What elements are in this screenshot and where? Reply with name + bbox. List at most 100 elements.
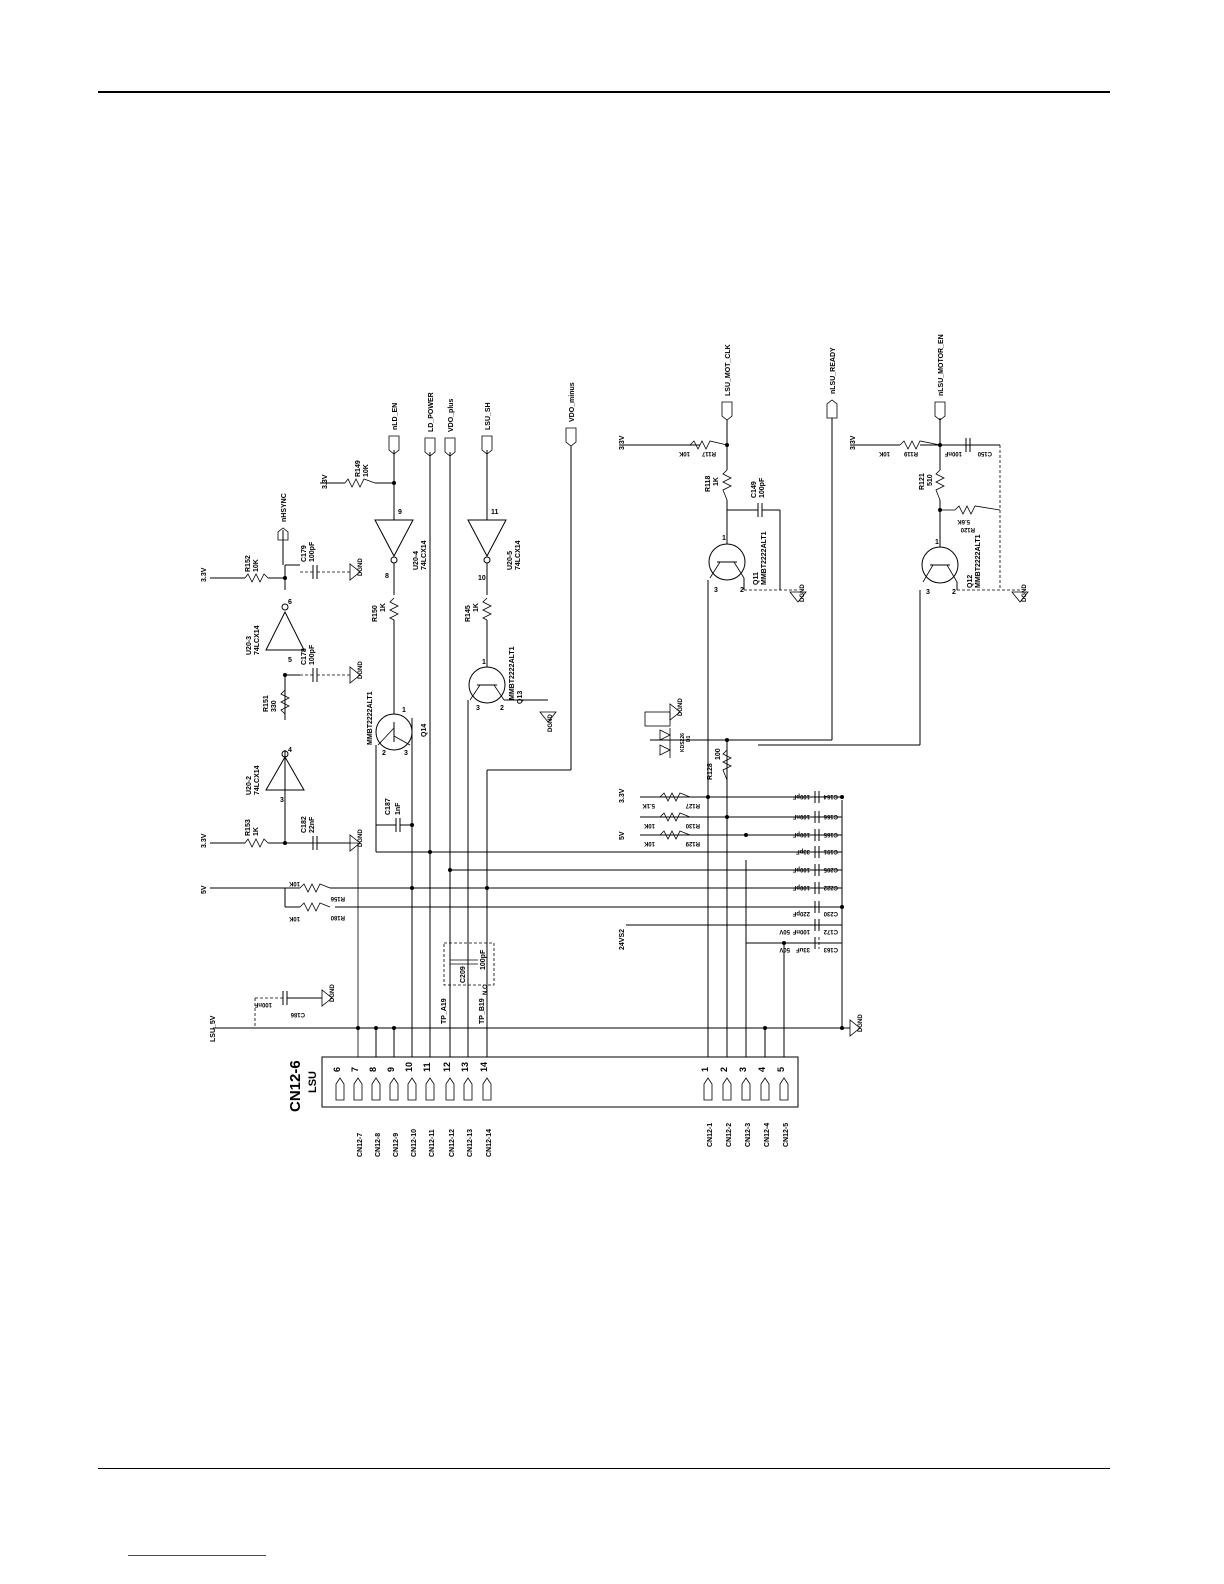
net-label: CN12-12 [449, 1129, 456, 1157]
svg-text:R121: R121 [919, 473, 926, 490]
connector-name: LSU [307, 1071, 319, 1093]
svg-text:R130: R130 [685, 822, 700, 828]
capacitor-c150: 100nF C150 [944, 438, 992, 456]
svg-text:74LCX14: 74LCX14 [254, 625, 261, 655]
capacitor-c205: 100pF C205 [792, 864, 838, 876]
connector-pin: 9 [386, 1067, 399, 1101]
signal-lsu-mot-clk: LSU_MOT_CLK [725, 344, 732, 396]
resistor-r145: R145 1K [465, 597, 492, 622]
svg-text:100nF: 100nF [254, 1001, 272, 1007]
resistor-r150: R150 1K [372, 597, 399, 622]
net-label: CN12-5 [783, 1123, 790, 1147]
transistor-q13: 1 2 3 MMBT2222ALT1 Q13 [468, 620, 548, 712]
svg-text:1: 1 [402, 707, 406, 714]
svg-text:10K: 10K [643, 822, 655, 828]
svg-text:C165: C165 [823, 831, 838, 837]
capacitor-c222: 100pF C222 [792, 882, 838, 894]
svg-text:2: 2 [500, 705, 504, 712]
svg-text:U20-4: U20-4 [413, 551, 420, 570]
svg-text:Q12: Q12 [967, 575, 974, 588]
capacitor-c191: 33pF C191 [796, 846, 838, 858]
resistors: R152 10K R151 330 R153 1K R149 10K R150 [244, 440, 1001, 921]
connector-pin: 12 [442, 1062, 455, 1101]
net-label: CN12-8 [375, 1133, 382, 1157]
svg-text:9: 9 [386, 1067, 396, 1072]
svg-text:DGND: DGND [358, 829, 364, 847]
svg-text:DGND: DGND [858, 1014, 864, 1032]
capacitor-c186: 100nF C186 [254, 991, 322, 1028]
svg-text:C187: C187 [385, 798, 392, 815]
resistor-r120: 5.6K R120 [940, 505, 1001, 532]
svg-text:3: 3 [738, 1067, 748, 1072]
junctions [283, 443, 942, 1030]
svg-text:100pF: 100pF [480, 949, 487, 970]
svg-text:R156: R156 [330, 895, 345, 901]
svg-text:6: 6 [288, 599, 292, 606]
signal-labels: nLD_EN LD_POWER VDO_plus LSU_SH VDO_minu… [277, 334, 946, 541]
diode-d1: KDS226 D1 [644, 711, 727, 758]
capacitor-c178: C178 100pF [300, 644, 350, 682]
net-label: CN12-7 [357, 1133, 364, 1157]
net-label: CN12-13 [467, 1129, 474, 1157]
svg-text:R149: R149 [355, 460, 362, 477]
svg-text:1: 1 [482, 659, 486, 666]
svg-text:3: 3 [476, 705, 480, 712]
svg-text:3.3V: 3.3V [619, 788, 626, 803]
transistor-q11: 1 2 3 Q11 MMBT2222ALT1 [708, 500, 798, 594]
svg-text:74LCX14: 74LCX14 [515, 540, 522, 570]
svg-text:R119: R119 [903, 450, 918, 456]
svg-text:U20-2: U20-2 [246, 776, 253, 795]
svg-text:9: 9 [398, 509, 402, 516]
svg-text:2: 2 [740, 587, 744, 594]
svg-text:8: 8 [368, 1067, 378, 1072]
svg-text:3.3V: 3.3V [201, 567, 208, 582]
svg-text:MMBT2222ALT1: MMBT2222ALT1 [367, 691, 374, 745]
svg-text:C205: C205 [823, 866, 838, 872]
svg-text:2: 2 [952, 589, 956, 596]
svg-text:C179: C179 [301, 545, 308, 562]
svg-text:MMBT2222ALT1: MMBT2222ALT1 [975, 534, 982, 588]
svg-text:C164: C164 [823, 793, 838, 799]
capacitors: C179 100pF C178 100pF C182 22nF [254, 438, 992, 1028]
svg-text:2: 2 [382, 750, 386, 757]
svg-text:C182: C182 [301, 816, 308, 833]
svg-text:10K: 10K [288, 880, 300, 886]
connector-pin: 13 [460, 1062, 473, 1101]
svg-text:5: 5 [288, 657, 292, 664]
resistor-r129: 10K R129 [643, 830, 700, 846]
svg-text:24VS2: 24VS2 [619, 929, 626, 950]
svg-text:10: 10 [478, 575, 486, 582]
svg-text:100pF: 100pF [792, 884, 810, 890]
connector-pin: 11 [422, 1062, 435, 1101]
svg-text:8: 8 [385, 573, 389, 580]
svg-text:14: 14 [479, 1062, 489, 1072]
connector-pin: 2 [719, 1067, 732, 1101]
svg-text:100pF: 100pF [759, 477, 766, 498]
connector-ref: CN12-6 [287, 1060, 304, 1112]
svg-text:10K: 10K [643, 840, 655, 846]
svg-text:5V: 5V [201, 885, 208, 894]
svg-text:R153: R153 [245, 819, 252, 836]
svg-text:1nF: 1nF [395, 802, 402, 815]
svg-text:DGND: DGND [1022, 584, 1028, 602]
svg-text:33uF: 33uF [796, 946, 810, 952]
connector-body [321, 1056, 799, 1108]
connector-net-labels: CN12-7 CN12-8 CN12-9 CN12-10 CN12-11 CN1… [357, 1123, 790, 1157]
connector-pin: 3 [738, 1067, 751, 1101]
capacitor-c149: C149 100pF [727, 477, 781, 590]
svg-text:R150: R150 [372, 605, 379, 622]
svg-text:100pF: 100pF [792, 866, 810, 872]
svg-text:11: 11 [491, 509, 499, 516]
connector-pin: 10 [404, 1062, 417, 1101]
resistor-r149: R149 10K [344, 460, 376, 488]
svg-text:3.3V: 3.3V [322, 474, 329, 489]
svg-text:DGND: DGND [330, 984, 336, 1002]
svg-text:3: 3 [280, 797, 284, 804]
test-point-b19: TP_B19 [479, 998, 486, 1024]
footer-link-underline[interactable] [128, 1555, 266, 1556]
resistor-r152: R152 10K [244, 555, 269, 583]
connector-cn12-6: CN12-6 LSU [287, 1056, 799, 1112]
transistor-q14: 1 2 3 MMBT2222ALT1 Q14 [367, 620, 428, 757]
net-label: CN12-11 [429, 1129, 436, 1157]
